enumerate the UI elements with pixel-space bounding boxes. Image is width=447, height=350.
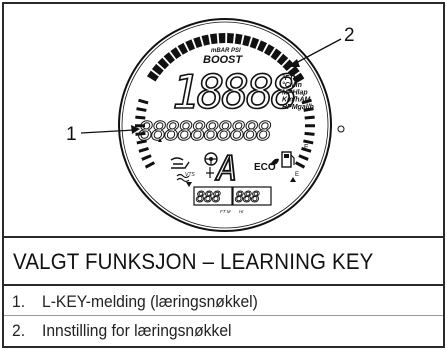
boost-segment: [170, 47, 182, 59]
bar-tick: [301, 146, 312, 153]
callout-1-number: 1: [66, 124, 77, 145]
boost-segment: [227, 33, 234, 44]
boost-segment: [264, 44, 275, 56]
bar-tick: [294, 161, 306, 169]
legend-label: Innstilling for læringsnøkkel: [42, 321, 232, 340]
gear-indicator: A: [215, 149, 237, 189]
boost-segment: [201, 34, 210, 46]
legend-number: 1.: [12, 292, 26, 311]
left-marker-up: [158, 138, 162, 142]
boost-segment: [218, 33, 226, 44]
legend: 1. L-KEY-melding (læringsnøkkel) 2. Inns…: [4, 286, 443, 346]
bar-tick: [304, 131, 315, 136]
bar-tick: [141, 154, 152, 161]
boost-segment: [270, 48, 282, 61]
trip-box-left: [193, 186, 233, 206]
message-segments: 8888888888: [138, 117, 271, 147]
bar-tick: [298, 154, 309, 161]
bar-tick: [304, 115, 315, 120]
boost-segment: [185, 39, 196, 52]
boost-segment: [287, 65, 300, 78]
bar-tick: [136, 139, 147, 145]
trip-label-right: Hr: [239, 209, 244, 214]
boost-segment: [177, 42, 189, 55]
legend-label: L-KEY-melding (læringsnøkkel): [42, 292, 258, 311]
boost-segment: [276, 53, 289, 66]
boost-segment: [282, 59, 295, 71]
boost-segment: [257, 40, 268, 53]
trim-icon: [170, 157, 190, 169]
bar-tick: [136, 107, 147, 112]
boost-units: mBAR PSI: [211, 48, 241, 54]
bar-tick: [303, 139, 314, 145]
right-marker-up: [290, 177, 296, 182]
boost-segment: [146, 70, 159, 82]
boost-arc: [146, 33, 305, 84]
leaf-icon: [270, 158, 279, 166]
left-marker-down: [186, 182, 192, 187]
boost-segment: [163, 52, 175, 64]
bar-tick: [144, 161, 156, 169]
boost-segment: [249, 37, 260, 49]
boost-segment: [292, 72, 305, 84]
main-digits: 18888: [172, 65, 297, 119]
legend-item: 1. L-KEY-melding (læringsnøkkel): [4, 288, 443, 316]
trip-label-left: FT M: [220, 209, 231, 214]
steering-icon: [204, 152, 218, 166]
callout-2-number: 2: [344, 25, 355, 46]
boost-segment: [193, 36, 203, 49]
legend-item: 2. Innstilling for læringsnøkkel: [4, 317, 443, 345]
bar-tick: [135, 131, 146, 136]
legend-number: 2.: [12, 321, 26, 340]
boost-segment: [242, 35, 251, 47]
unit-label: RPMgal/h: [282, 104, 314, 111]
trip-digits-left: 888: [196, 188, 221, 206]
unit-label: Km/hAM: [282, 97, 311, 104]
right-bar-gauge: [294, 98, 316, 169]
water-temp-icon: [176, 173, 190, 183]
boost-segment: [234, 33, 243, 45]
caption-bar: VALGT FUNKSJON – LEARNING KEY: [4, 236, 443, 286]
eco-label: ECO: [254, 162, 276, 173]
gauge-outer-ring: [118, 18, 332, 232]
unit-label: °CMin: [282, 81, 302, 89]
unit-label: °FT: [282, 74, 294, 82]
bar-tick: [138, 146, 149, 153]
bar-tick: [303, 107, 314, 112]
unit-label: MPHlap: [282, 89, 308, 96]
callout-2-line: [293, 38, 342, 65]
bar-tick: [135, 115, 146, 120]
boost-label: BOOST: [203, 54, 243, 66]
boost-segment: [151, 63, 164, 76]
empty-label: E: [295, 172, 299, 178]
fuel-pump-icon: [281, 151, 295, 168]
left-bar-gauge: [134, 98, 156, 169]
callout-1-line: [80, 129, 135, 134]
caption-title: VALGT FUNKSJON – LEARNING KEY: [13, 249, 374, 274]
bar-tick: [138, 98, 149, 105]
trip-digits-right: 888: [235, 188, 260, 206]
indicator-dot: [337, 125, 345, 133]
trip-box-right: [232, 186, 272, 206]
full-label: F: [304, 144, 308, 151]
boost-segment: [157, 57, 170, 70]
bar-tick: [301, 98, 312, 105]
vts-label: VTS: [185, 172, 195, 178]
boost-segment: [209, 33, 218, 45]
